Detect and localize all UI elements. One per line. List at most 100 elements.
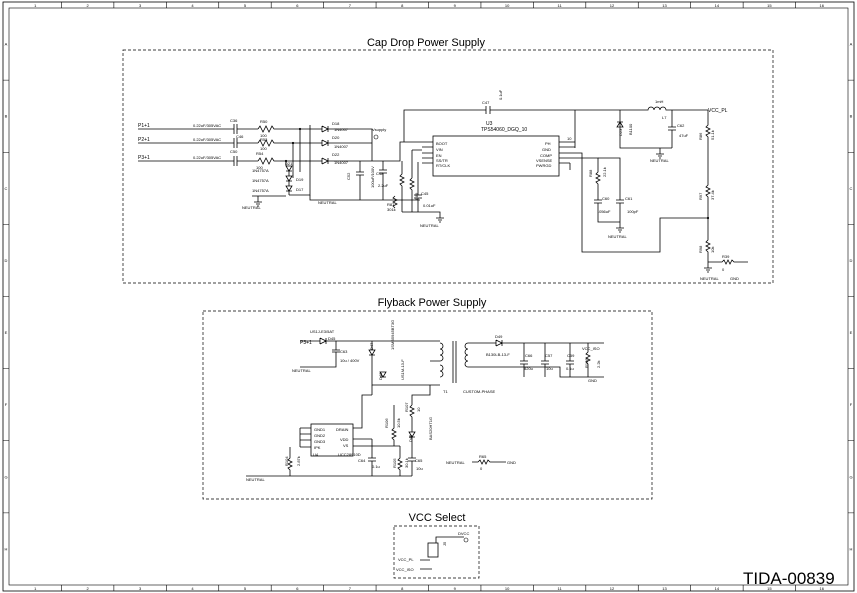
neutral-ic: NEUTRAL — [420, 223, 439, 228]
vcc-iso-in: VCC_ISO — [396, 567, 414, 572]
column-number-bottom: 15 — [767, 586, 772, 591]
r39-value: 0 — [722, 267, 725, 272]
r65-ref: R65 — [479, 454, 487, 459]
column-number-top: 2 — [87, 3, 90, 8]
r39-ref: R39 — [722, 254, 730, 259]
c50-ref: C50 — [230, 149, 238, 154]
d21-value: 1N4757A — [252, 168, 269, 173]
neutral-left: NEUTRAL — [242, 205, 261, 210]
cap-drop-section: Cap Drop Power Supply P1+1 P2+1 P3+1 0.2… — [122, 37, 774, 284]
row-letter-right: G — [849, 474, 852, 479]
c48-value: 2.2uF — [378, 183, 389, 188]
row-letter-left: B — [5, 114, 8, 119]
c48-ref: C48 — [376, 171, 384, 176]
u4-pin-vs: VS — [343, 443, 349, 448]
r105-value: 30.1k — [404, 458, 409, 468]
c64-value: 0.1u — [372, 464, 380, 469]
c46-ref: C46 — [236, 134, 244, 139]
u3-pin-ph: PH — [545, 141, 551, 146]
column-number-top: 4 — [191, 3, 194, 8]
u3-name: TPS54060_DGQ_10 — [481, 127, 527, 133]
r106-ref: R106 — [384, 418, 389, 428]
c45-ref: C45 — [421, 191, 429, 196]
c57-ref: C57 — [545, 353, 553, 358]
c52-ref: C52 — [346, 172, 351, 180]
r50-ref: R50 — [260, 119, 268, 124]
row-letter-right: B — [850, 114, 853, 119]
row-letter-left: E — [5, 330, 8, 335]
cap-drop-boundary — [122, 49, 774, 284]
neutral-fb2: NEUTRAL — [246, 477, 265, 482]
d17-value: 1N4757A — [252, 188, 269, 193]
u3-pin-en: EN — [436, 153, 442, 158]
gnd-fb: GND — [588, 378, 597, 383]
j5-ref: J5 — [442, 541, 447, 546]
u3-pin-boot: BOOT — [436, 141, 448, 146]
column-number-bottom: 4 — [191, 586, 194, 591]
column-ticks: 1122334455667788991010111112121313141415… — [34, 2, 825, 591]
input-p1: P1+1 — [138, 123, 150, 129]
r53-ref: R53 — [260, 137, 268, 142]
vcc-select-title: VCC Select — [409, 512, 466, 524]
d22-ref: D22 — [332, 152, 340, 157]
input-rows: P1+1 P2+1 P3+1 0.22uF/305VAC C36 0.22uF/… — [138, 118, 372, 178]
row-letter-right: D — [850, 258, 853, 263]
c60-value: .056uF — [598, 209, 611, 214]
r97-ref: R97 — [698, 192, 703, 200]
c66-value: 820u — [524, 366, 533, 371]
c59-ref: C59 — [567, 353, 575, 358]
c36-value: 0.22uF/305VAC — [193, 123, 221, 128]
column-number-top: 3 — [139, 3, 142, 8]
gnd-r39: GND — [730, 276, 739, 281]
r50-value: 100 — [260, 133, 267, 138]
flyback-title: Flyback Power Supply — [378, 297, 487, 309]
c65-value: 10u — [416, 466, 423, 471]
neutral-fb1: NEUTRAL — [292, 368, 311, 373]
column-number-top: 14 — [715, 3, 720, 8]
r107-ref: R107 — [404, 402, 409, 412]
d48-ref: D48 — [408, 434, 413, 442]
d18-ref: D18 — [332, 121, 340, 126]
r97-value: 37.4k — [710, 190, 715, 200]
column-number-bottom: 3 — [139, 586, 142, 591]
u4-pin-vdd: VDD — [340, 437, 349, 442]
column-number-bottom: 14 — [715, 586, 720, 591]
column-number-top: 1 — [34, 3, 37, 8]
row-letter-left: A — [5, 42, 8, 47]
compensation: R88 22.1k C60 .056uF C61 100pF NEUTRAL — [568, 157, 639, 239]
column-number-top: 7 — [349, 3, 352, 8]
row-letter-left: H — [5, 546, 8, 551]
column-number-bottom: 16 — [820, 586, 825, 591]
vsupply-label: Vsupply — [372, 127, 386, 132]
c47-value: 0.1uF — [498, 89, 503, 100]
column-number-top: 13 — [662, 3, 667, 8]
ucc28910-ic: GND1 GND2 GND3 IPK DRAIN VDD VS U4 UCC28… — [299, 385, 400, 457]
t1-ref: T1 — [443, 389, 448, 394]
c46-value: 0.22uF/305VAC — [193, 137, 221, 142]
c62-value: 47uF — [679, 133, 689, 138]
r104-value: 2.87k — [296, 456, 301, 466]
flyback-boundary — [202, 310, 653, 500]
column-number-top: 11 — [558, 3, 563, 8]
c63-ref: C63 — [340, 349, 348, 354]
d45-ref: D45 — [328, 336, 336, 341]
j5-header — [427, 542, 439, 558]
c63-value: 10u / 400V — [340, 358, 360, 363]
d23-value: B1100 — [628, 123, 633, 135]
d18-value: 1N4007 — [334, 127, 349, 132]
d46-ref: D46 — [378, 372, 383, 380]
column-number-bottom: 13 — [662, 586, 667, 591]
r106-value: 10.5k — [396, 418, 401, 428]
tps54060-ic: U3 TPS54060_DGQ_10 BOOT VIN EN SS/TR RT/… — [422, 121, 575, 177]
r88-value: 22.1k — [602, 167, 607, 177]
input-p3: P3+1 — [138, 155, 150, 161]
row-letter-right: H — [850, 546, 853, 551]
r89-ref: R89 — [414, 192, 419, 200]
r54-value: 100 — [256, 165, 263, 170]
row-letter-right: F — [850, 402, 853, 407]
c66-ref: C66 — [525, 353, 533, 358]
u4-name: UCC28910D — [338, 452, 361, 457]
d21-ref: D21 — [285, 161, 293, 166]
